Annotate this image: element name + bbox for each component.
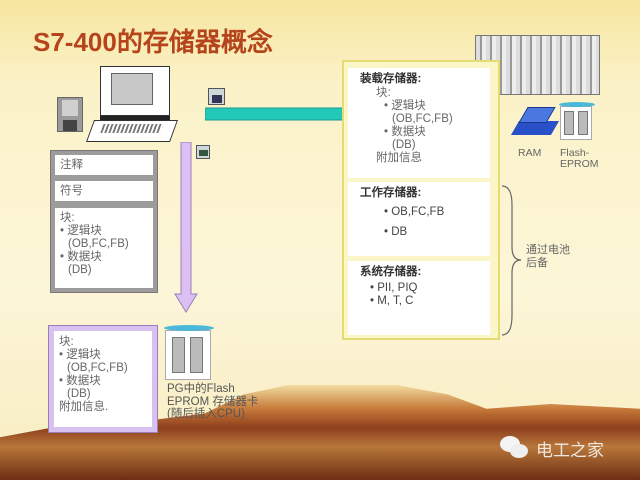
label: 附加信息. (59, 401, 109, 413)
card-write-icon (196, 145, 210, 159)
flash-card-contents: 块: • 逻辑块 (OB,FC,FB) • 数据块 (DB) 附加信息. (48, 325, 158, 433)
label: 块: (60, 212, 75, 224)
flash-eprom-card-icon (164, 325, 214, 380)
ram-chip-icon (510, 103, 560, 139)
label: (随后插入CPU) (167, 408, 245, 420)
label: EPROM 存储器卡 (167, 395, 259, 408)
label: (OB,FC,FB) (67, 362, 128, 374)
flash-eprom-label: Flash- EPROM (560, 148, 599, 170)
write-card-arrow (174, 142, 198, 313)
battery-backup-note: 通过电池 后备 (526, 244, 570, 270)
load-memory-box: 装载存储器: 块: • 逻辑块 (OB,FC,FB) • 数据块 (DB) 附加… (348, 68, 490, 178)
label: 块: (376, 87, 391, 99)
slide-title: S7-400的存储器概念 (33, 27, 273, 57)
label: 附加信息 (376, 152, 422, 164)
label: • DB (384, 226, 408, 238)
label: • 逻辑块 (384, 100, 426, 112)
cpu-memory-panel: 装载存储器: 块: • 逻辑块 (OB,FC,FB) • 数据块 (DB) 附加… (342, 60, 500, 340)
pg-program-panel: 注释 符号 块: • 逻辑块 (OB,FC,FB) • 数据块 (DB) (50, 150, 158, 293)
label: • 数据块 (384, 126, 426, 138)
system-memory-title: 系统存储器: (360, 266, 422, 278)
floppy-disk-icon (57, 97, 83, 132)
label: • 数据块 (59, 375, 101, 387)
label: • OB,FC,FB (384, 206, 445, 218)
download-icon (208, 88, 225, 105)
label: PG中的Flash (167, 383, 235, 395)
card-blocks: 块: • 逻辑块 (OB,FC,FB) • 数据块 (DB) 附加信息. (54, 331, 152, 427)
label: • 数据块 (60, 251, 102, 263)
label: (DB) (67, 388, 91, 400)
symbol-item: 符号 (55, 181, 153, 201)
system-memory-box: 系统存储器: • PII, PIQ • M, T, C (348, 261, 490, 335)
work-memory-title: 工作存储器: (360, 187, 422, 199)
label: (DB) (68, 264, 92, 276)
flash-card-caption: PG中的Flash EPROM 存储器卡 (随后插入CPU) (167, 383, 258, 421)
label: (OB,FC,FB) (392, 113, 453, 125)
label: • M, T, C (370, 295, 414, 307)
comment-item: 注释 (55, 155, 153, 175)
computer-pg-icon (85, 66, 179, 144)
label: • 逻辑块 (60, 225, 102, 237)
label: (DB) (392, 139, 416, 151)
load-memory-title: 装载存储器: (360, 73, 422, 85)
pg-blocks: 块: • 逻辑块 (OB,FC,FB) • 数据块 (DB) (55, 208, 153, 288)
watermark: 电工之家 (536, 441, 604, 460)
work-memory-box: 工作存储器: • OB,FC,FB • DB (348, 182, 490, 256)
label: Flash- (560, 147, 590, 159)
label: • PII, PIQ (370, 282, 418, 294)
label: 块: (59, 336, 74, 348)
ram-label: RAM (518, 147, 542, 159)
flash-eprom-icon (559, 102, 595, 140)
label: EPROM (560, 158, 599, 170)
wechat-icon (500, 436, 528, 458)
label: (OB,FC,FB) (68, 238, 129, 250)
brace (501, 185, 522, 336)
label: 通过电池 (526, 244, 570, 256)
label: • 逻辑块 (59, 349, 101, 361)
label: 后备 (526, 257, 548, 269)
